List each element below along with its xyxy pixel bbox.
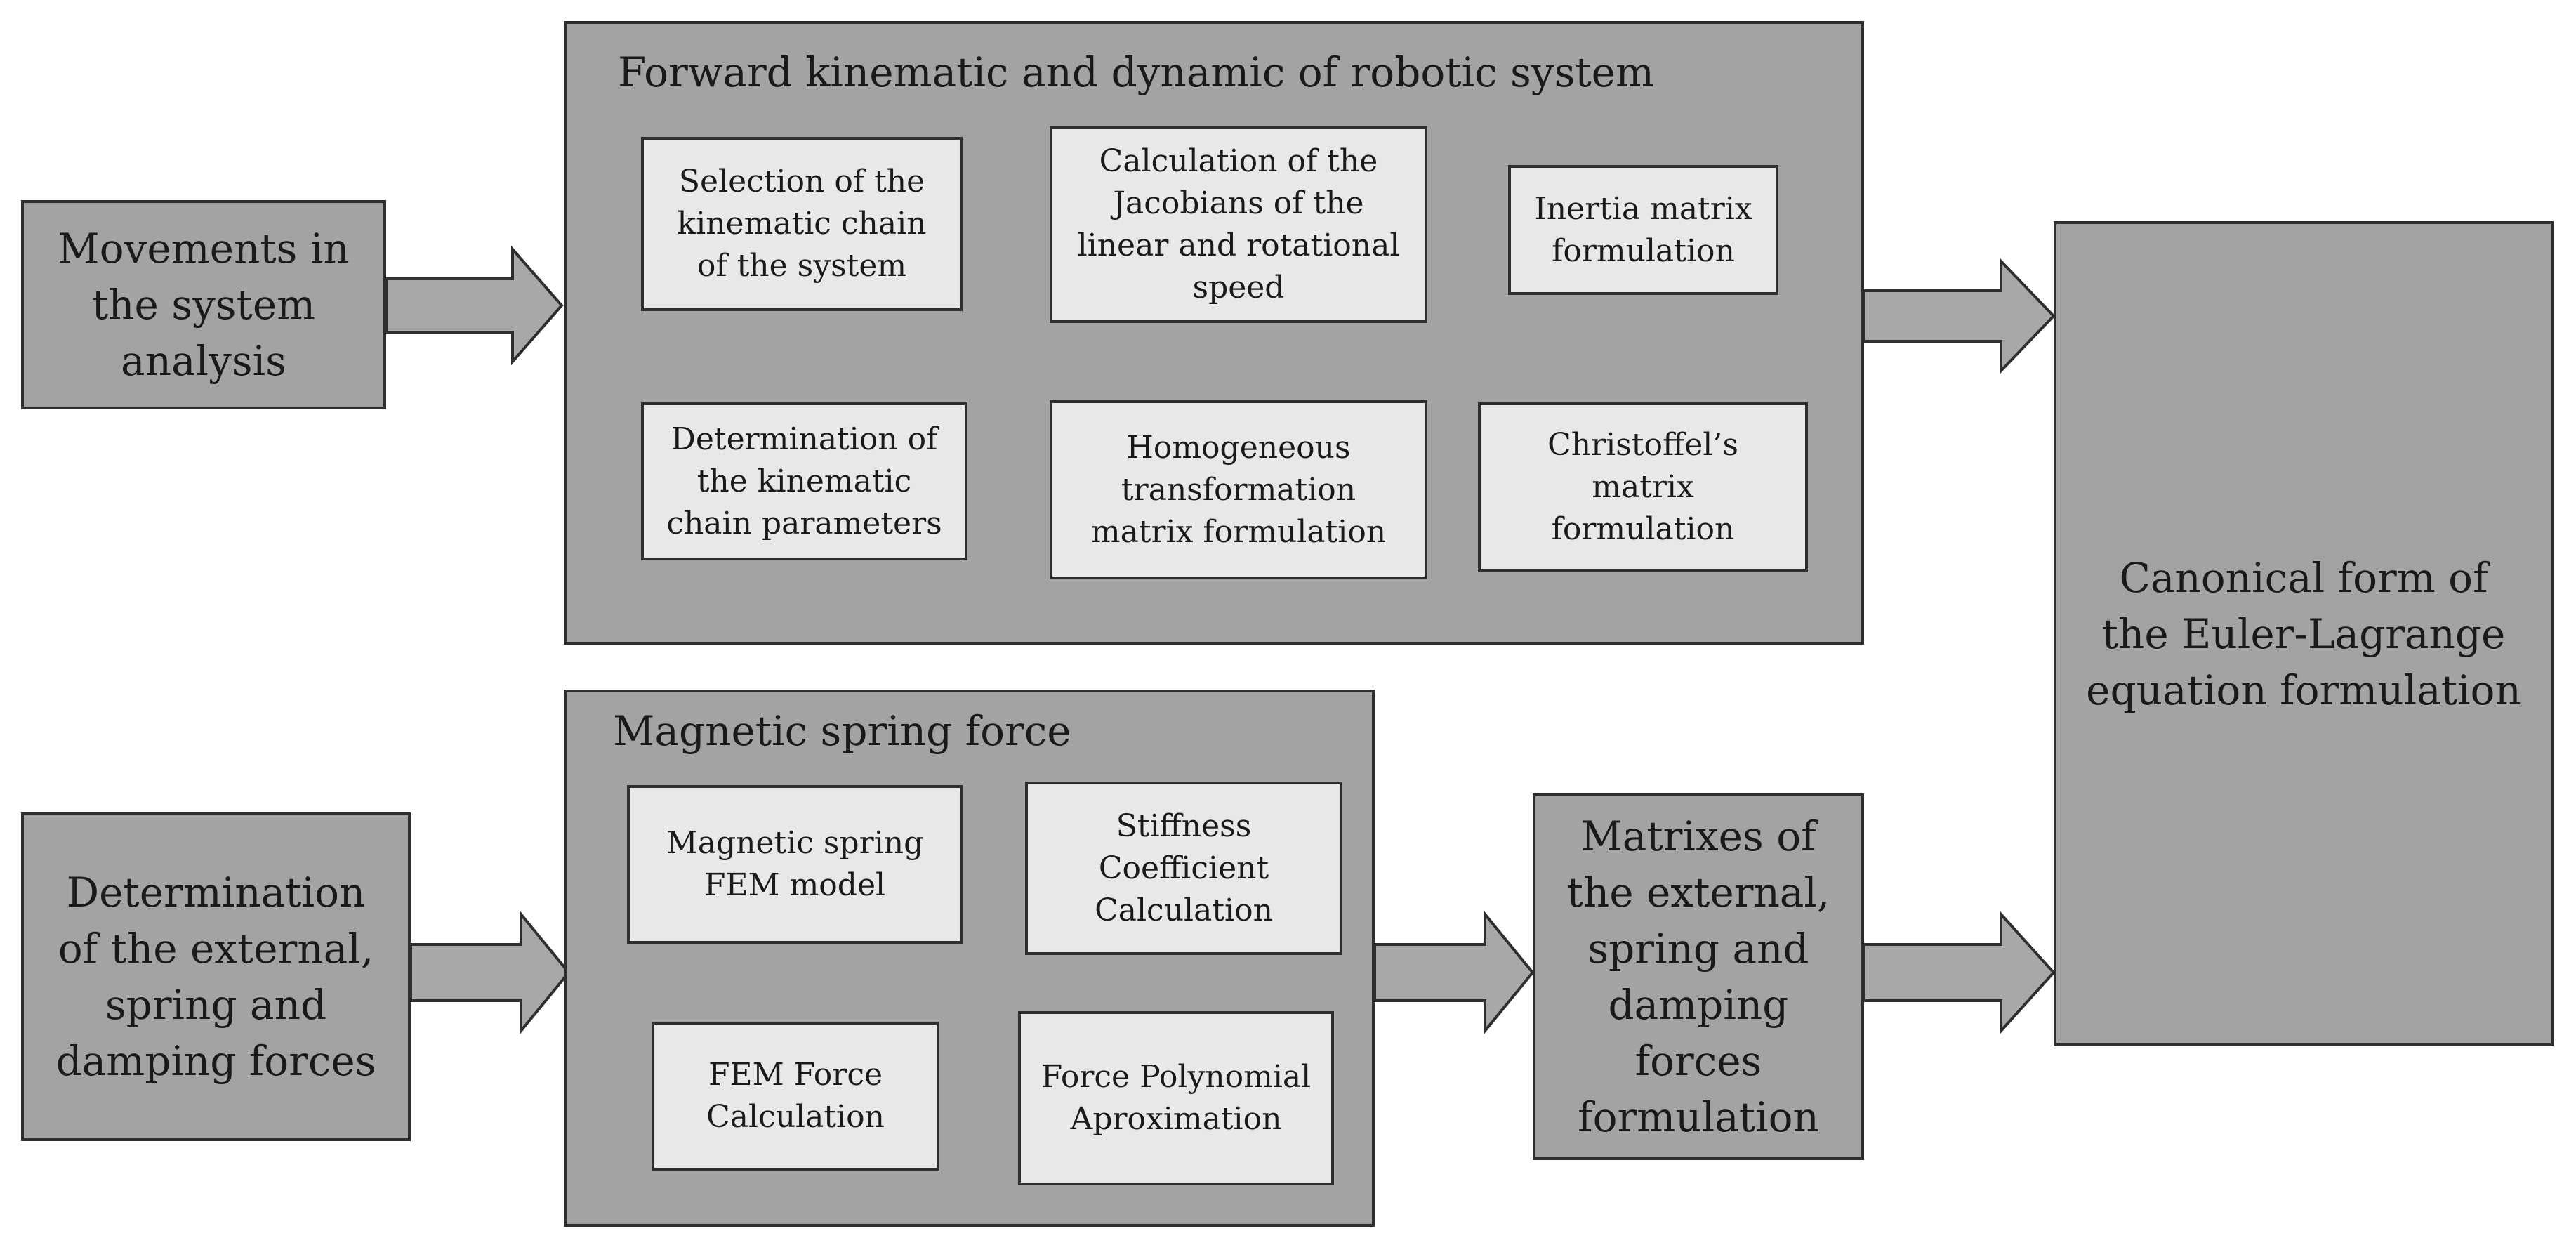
polynomial-box: Force Polynomial Aproximation [1018, 1011, 1334, 1185]
inertia-matrix-label: Inertia matrix formulation [1534, 188, 1752, 272]
homogeneous-matrix-label: Homogeneous transformation matrix formul… [1091, 427, 1386, 553]
forces-determination-label: Determination of the external, spring an… [56, 864, 376, 1089]
forces-determination-box: Determination of the external, spring an… [21, 812, 411, 1141]
selection-chain-label: Selection of the kinematic chain of the … [677, 161, 926, 287]
arrow-kinematic-to-canonical [1864, 261, 2054, 371]
polynomial-label: Force Polynomial Aproximation [1041, 1056, 1311, 1140]
canonical-form-label: Canonical form of the Euler-Lagrange equ… [2086, 550, 2521, 718]
stiffness-box: Stiffness Coefficient Calculation [1025, 782, 1342, 955]
stiffness-label: Stiffness Coefficient Calculation [1095, 805, 1273, 932]
determination-parameters-box: Determination of the kinematic chain par… [641, 402, 967, 560]
arrow-matrixes-to-canonical [1864, 914, 2054, 1031]
homogeneous-matrix-box: Homogeneous transformation matrix formul… [1050, 400, 1427, 579]
fem-force-box: FEM Force Calculation [652, 1022, 939, 1171]
movements-analysis-label: Movements in the system analysis [58, 220, 350, 389]
selection-chain-box: Selection of the kinematic chain of the … [641, 137, 963, 311]
jacobians-box: Calculation of the Jacobians of the line… [1050, 126, 1427, 323]
matrixes-formulation-label: Matrixes of the external, spring and dam… [1567, 808, 1830, 1145]
arrow-magnetic-to-matrixes [1375, 914, 1533, 1031]
fem-force-label: FEM Force Calculation [706, 1054, 885, 1138]
magnetic-group-title: Magnetic spring force [613, 708, 1071, 754]
jacobians-label: Calculation of the Jacobians of the line… [1078, 140, 1400, 309]
movements-analysis-box: Movements in the system analysis [21, 200, 386, 409]
christoffel-matrix-box: Christoffel’s matrix formulation [1478, 402, 1808, 572]
christoffel-matrix-label: Christoffel’s matrix formulation [1547, 424, 1738, 551]
arrow-movements-to-kinematic [386, 249, 562, 362]
inertia-matrix-box: Inertia matrix formulation [1508, 165, 1778, 295]
fem-model-box: Magnetic spring FEM model [627, 785, 963, 944]
matrixes-formulation-box: Matrixes of the external, spring and dam… [1533, 793, 1864, 1160]
canonical-form-box: Canonical form of the Euler-Lagrange equ… [2054, 221, 2554, 1046]
arrow-forces-to-magnetic [411, 914, 569, 1031]
fem-model-label: Magnetic spring FEM model [666, 822, 924, 907]
kinematic-group-title: Forward kinematic and dynamic of robotic… [618, 49, 1654, 95]
determination-parameters-label: Determination of the kinematic chain par… [666, 419, 942, 545]
